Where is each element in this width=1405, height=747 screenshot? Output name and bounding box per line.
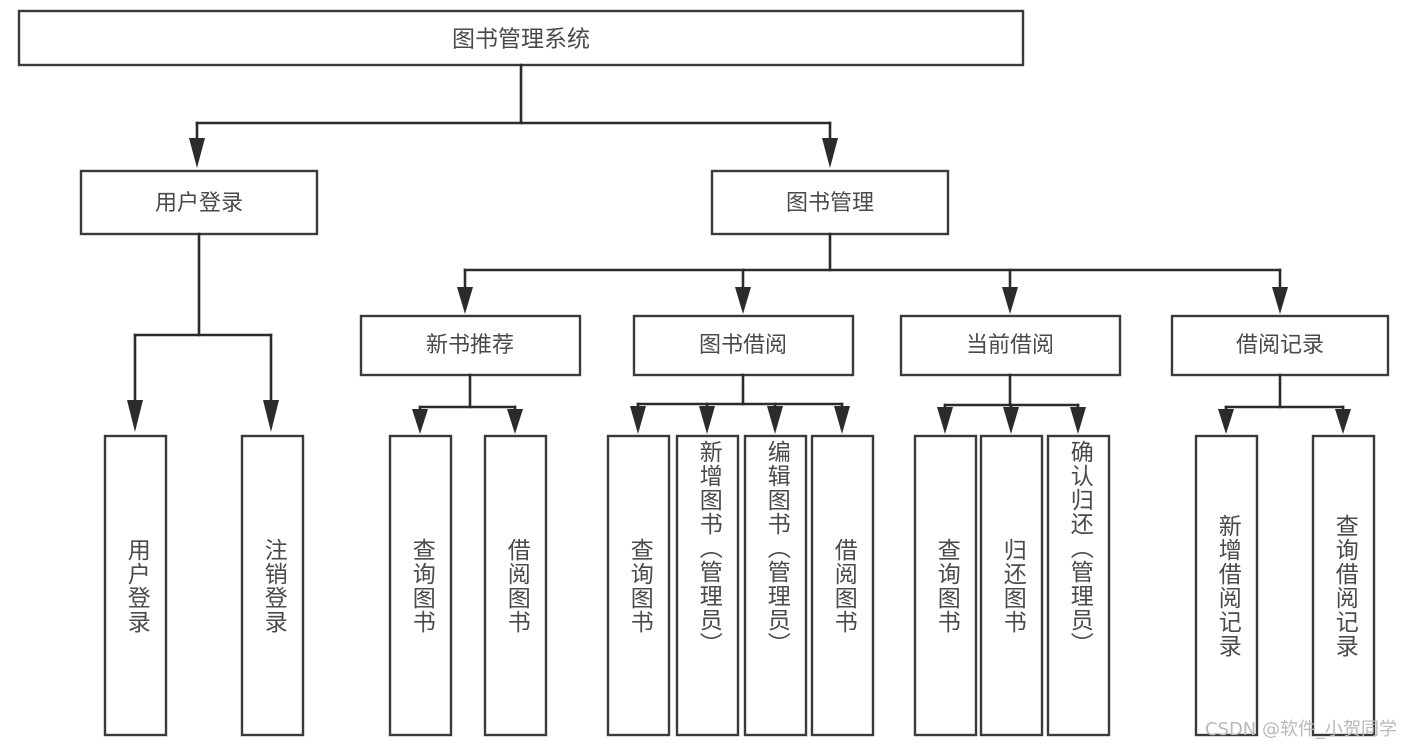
arrow-head-borrow-record-1-icon (1335, 409, 1351, 434)
arrow-head-l2-1-icon (735, 287, 751, 314)
node-new-book-label: 新书推荐 (426, 333, 514, 358)
leaf-current-borrow-2-box[interactable] (1046, 434, 1111, 737)
node-borrow-record-box[interactable] (1170, 314, 1390, 377)
node-book-borrow-box[interactable] (632, 314, 855, 377)
node-book-management-box[interactable] (710, 169, 950, 236)
arrow-head-book-borrow-3-icon (834, 406, 850, 434)
node-root-label: 图书管理系统 (452, 27, 590, 53)
leaf-borrow-record-0-box[interactable] (1194, 434, 1259, 737)
leaf-user-login-0-box[interactable] (103, 434, 168, 737)
arrow-head-book-borrow-1-icon (699, 406, 715, 434)
leaf-user-login-1-box[interactable] (240, 434, 305, 737)
leaf-new-book-1-box[interactable] (483, 434, 548, 737)
arrow-head-borrow-record-0-icon (1218, 409, 1234, 434)
arrow-head-current-borrow-1-icon (1003, 407, 1019, 434)
leaf-new-book-0-box[interactable] (388, 434, 453, 737)
arrow-head-user-login-0-icon (127, 400, 143, 432)
arrow-head-l1-0-icon (189, 138, 205, 168)
arrow-head-current-borrow-2-icon (1070, 407, 1086, 434)
node-book-management-label: 图书管理 (786, 191, 874, 216)
arrow-head-book-borrow-2-icon (767, 406, 783, 434)
node-user-login-label: 用户登录 (155, 191, 243, 216)
leaf-borrow-record-1-box[interactable] (1311, 434, 1376, 737)
node-root-box[interactable] (17, 9, 1025, 67)
arrow-head-current-borrow-0-icon (937, 407, 953, 434)
leaf-book-borrow-1-box[interactable] (675, 434, 740, 737)
leaf-book-borrow-0-box[interactable] (606, 434, 671, 737)
arrow-head-l2-0-icon (457, 287, 473, 314)
node-new-book-box[interactable] (359, 314, 582, 377)
arrow-head-l2-3-icon (1272, 287, 1288, 314)
arrow-head-l2-2-icon (1002, 287, 1018, 314)
leaf-current-borrow-0-box[interactable] (913, 434, 978, 737)
leaf-book-borrow-2-box[interactable] (743, 434, 808, 737)
arrow-head-new-book-0-icon (412, 409, 428, 434)
node-current-borrow-box[interactable] (899, 314, 1122, 377)
leaf-book-borrow-3-box[interactable] (810, 434, 875, 737)
arrow-head-user-login-1-icon (263, 400, 279, 432)
arrow-head-book-borrow-0-icon (630, 406, 646, 434)
node-borrow-record-label: 借阅记录 (1236, 333, 1324, 358)
arrow-head-l1-1-icon (822, 138, 838, 168)
arrow-head-new-book-1-icon (507, 409, 523, 434)
node-book-borrow-label: 图书借阅 (699, 333, 787, 358)
node-current-borrow-label: 当前借阅 (966, 333, 1054, 358)
leaf-current-borrow-1-box[interactable] (979, 434, 1044, 737)
